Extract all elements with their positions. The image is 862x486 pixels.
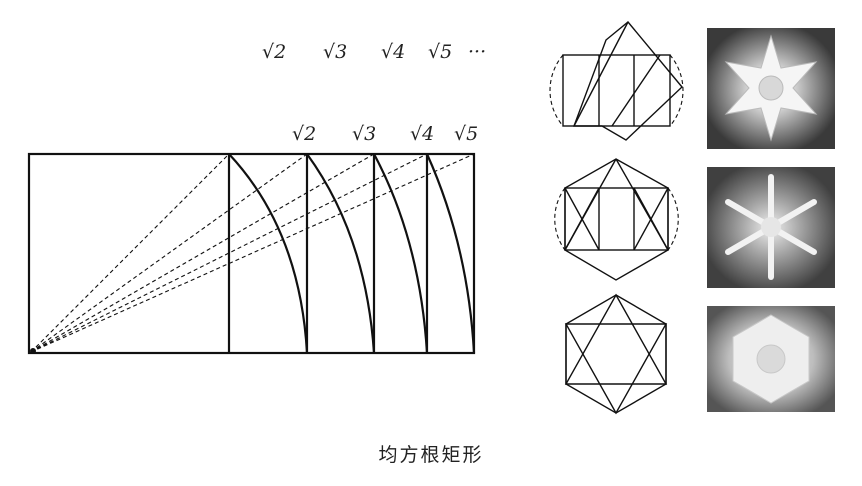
dashed-arc-left-1 — [550, 55, 563, 126]
rect-label-sqrt5: √5 — [454, 123, 478, 145]
root3-arc — [307, 154, 374, 353]
figure-caption: 均方根矩形 — [0, 440, 862, 467]
inner-line — [574, 22, 628, 126]
top-sqrt-labels: √2 √3 √4 √5 ··· — [262, 41, 486, 63]
top-label-ellipsis: ··· — [468, 41, 486, 63]
hexagon-diagram-3 — [566, 295, 666, 413]
diagonal-dash-2 — [31, 154, 307, 352]
diagonal-dash-3 — [31, 154, 374, 352]
root2-arc — [229, 154, 307, 353]
snowflake-photo-1 — [707, 28, 835, 149]
hexagon-diagram-1 — [550, 22, 683, 140]
root-rectangles-construction — [29, 154, 474, 354]
corner-origin-dot — [30, 348, 36, 354]
rect-label-sqrt2: √2 — [292, 123, 316, 145]
snowflake-photo-3 — [707, 306, 835, 412]
hexagon-3 — [566, 295, 666, 413]
inner-rectangle-2 — [565, 188, 668, 250]
dashed-arc-right-1 — [670, 55, 683, 126]
rect-label-sqrt4: √4 — [410, 123, 434, 145]
dashed-arc-left-2 — [555, 188, 565, 250]
hexagon-diagram-2 — [555, 159, 679, 280]
root4-arc — [374, 154, 427, 353]
top-label-sqrt2: √2 — [262, 41, 286, 63]
snowflake-photo-2 — [707, 167, 835, 288]
root5-arc — [427, 154, 474, 353]
top-label-sqrt4: √4 — [381, 41, 405, 63]
rotated-rectangle-1 — [574, 22, 682, 140]
hexagon-2 — [565, 159, 668, 280]
inner-line — [565, 159, 616, 250]
diagonal-dash-1 — [31, 154, 229, 352]
top-label-sqrt5: √5 — [428, 41, 452, 63]
rect-label-sqrt3: √3 — [352, 123, 376, 145]
rect-sqrt-labels: √2 √3 √4 √5 — [292, 123, 478, 145]
dashed-arc-right-2 — [668, 188, 678, 250]
triangle-up-3 — [566, 295, 666, 384]
top-label-sqrt3: √3 — [323, 41, 347, 63]
triangle-down-3 — [566, 324, 666, 413]
